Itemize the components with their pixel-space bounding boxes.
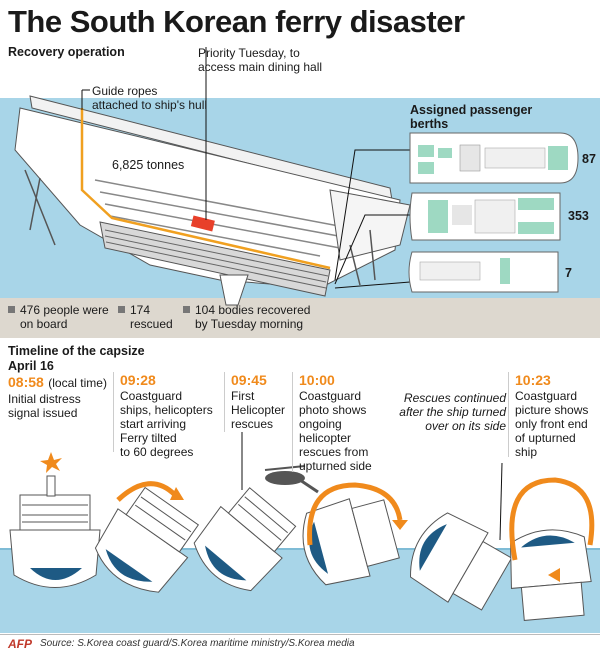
event-line: helicopter [299,431,352,445]
event-line: signal issued [8,406,78,420]
timeline-event-1000: 10:00 Coastguard photo shows ongoing hel… [292,372,384,473]
berth-count-middle: 353 [568,209,589,223]
stat-bullet [8,306,15,313]
event-line: upturned side [299,459,372,473]
berth-plans [408,132,579,293]
event-time: 10:00 [299,372,335,388]
stats-bar [0,298,600,338]
event-line: ship [515,445,538,459]
event-line: photo shows [299,403,367,417]
dining-hall-highlight [190,215,215,232]
stat-rescued-line1: 174 [130,303,151,317]
timeline-event-0945: 09:45 First Helicopter rescues [224,372,301,432]
event-line: rescues from [299,445,369,459]
event-line: Helicopter [231,403,286,417]
berths-heading-line1: Assigned passenger [410,103,533,117]
helicopter-icon [264,465,319,494]
timeline-pointers [241,432,503,541]
ship-stage-tilted [94,486,200,593]
event-time: 10:23 [515,372,551,388]
berth-count-lower: 7 [565,266,572,280]
stat-on-board: 476 people were on board [8,303,109,331]
stat-bodies-line2: by Tuesday morning [195,317,304,331]
berth-count-upper: 87 [582,152,596,166]
event-line: Initial distress [8,392,81,406]
ship-stage-heavily-tilted [193,487,297,592]
waterline [0,548,600,550]
stat-rescued: 174 rescued [118,303,173,331]
event-line: start arriving [120,417,187,431]
berths-heading-line2: berths [410,117,449,131]
timeline-heading-text: Timeline of the capsize [8,344,145,358]
berth-plan-middle [409,192,561,241]
guide-ropes-note: Guide ropes attached to ship's hull [92,84,207,112]
footer-divider [0,634,600,635]
guide-ropes-line1: Guide ropes [92,84,158,98]
berth-pointer-upper [334,149,410,281]
stat-bodies-recovered: 104 bodies recovered by Tuesday morning [183,303,310,331]
berth-pointer-lower [334,281,411,289]
event-line: Rescues continued [403,391,506,405]
event-line: rescues [231,417,274,431]
timeline-date: April 16 [8,359,54,373]
event-line: First [231,389,255,403]
berth-plan-lower [408,251,559,293]
capsized-ferry [14,47,411,306]
afp-logo: AFP [8,637,32,651]
stat-bullet [183,306,190,313]
stat-bodies-line1: 104 bodies recovered [195,303,311,317]
ferry-bow [219,274,249,306]
event-line: Coastguard [120,389,183,403]
priority-note: Priority Tuesday, to access main dining … [198,46,322,74]
rotation-arrow-1 [116,481,177,502]
event-time-suffix: (local time) [48,376,107,390]
priority-note-line1: Priority Tuesday, to [198,46,300,60]
event-line: to 60 degrees [120,445,194,459]
event-line: ongoing [299,417,342,431]
ferry-hull-stripes [104,229,329,289]
event-time: 09:45 [231,372,267,388]
timeline-heading: Timeline of the capsize April 16 [8,344,145,374]
ferry-bridge [329,189,411,261]
section-heading-recovery: Recovery operation [8,45,125,59]
event-line: over on its side [425,419,506,433]
explosion-icon [40,452,62,473]
source-credit: Source: S.Korea coast guard/S.Korea mari… [40,638,355,649]
ship-stage-upright [9,452,101,588]
event-line: after the ship turned [399,405,506,419]
priority-note-line2: access main dining hall [198,60,323,74]
ferry-masts [24,169,376,286]
tonnage-label: 6,825 tonnes [112,158,185,172]
page-title: The South Korean ferry disaster [8,4,465,39]
stat-rescued-line2: rescued [130,317,173,331]
timeline-event-1023: 10:23 Coastguard picture shows only fron… [508,372,600,459]
event-time: 09:28 [120,372,156,388]
timeline-event-rescues-continued: Rescues continued after the ship turned … [388,391,506,433]
event-line: ships, helicopters [120,403,213,417]
illustration [9,47,595,621]
ship-stage-on-side [302,498,400,586]
stat-bullet [118,306,125,313]
timeline-event-0928: 09:28 Coastguard ships, helicopters star… [113,372,220,459]
event-line: Ferry tilted [120,431,177,445]
ship-stage-overturned-side [410,512,513,611]
event-time: 08:58 [8,374,44,390]
event-line: picture shows [515,403,589,417]
event-line: of upturned [515,431,576,445]
stat-on-board-line1: 476 people were [20,303,109,317]
timeline-ships [9,432,595,621]
event-line: Coastguard [515,389,578,403]
berth-plan-upper [409,132,579,184]
timeline-event-0858: 08:58 (local time) Initial distress sign… [8,374,108,420]
guide-rope-line [80,108,331,270]
event-line: only front end [515,417,588,431]
rotation-arrow-3 [509,477,595,561]
rotation-arrow-2 [307,482,403,546]
berth-pointer-middle [334,214,410,285]
stat-on-board-line2: on board [20,317,68,331]
berths-heading: Assigned passenger berths [410,103,532,131]
guide-ropes-line2: attached to ship's hull [92,98,208,112]
ferry-windows [94,179,361,257]
event-line: Coastguard [299,389,362,403]
